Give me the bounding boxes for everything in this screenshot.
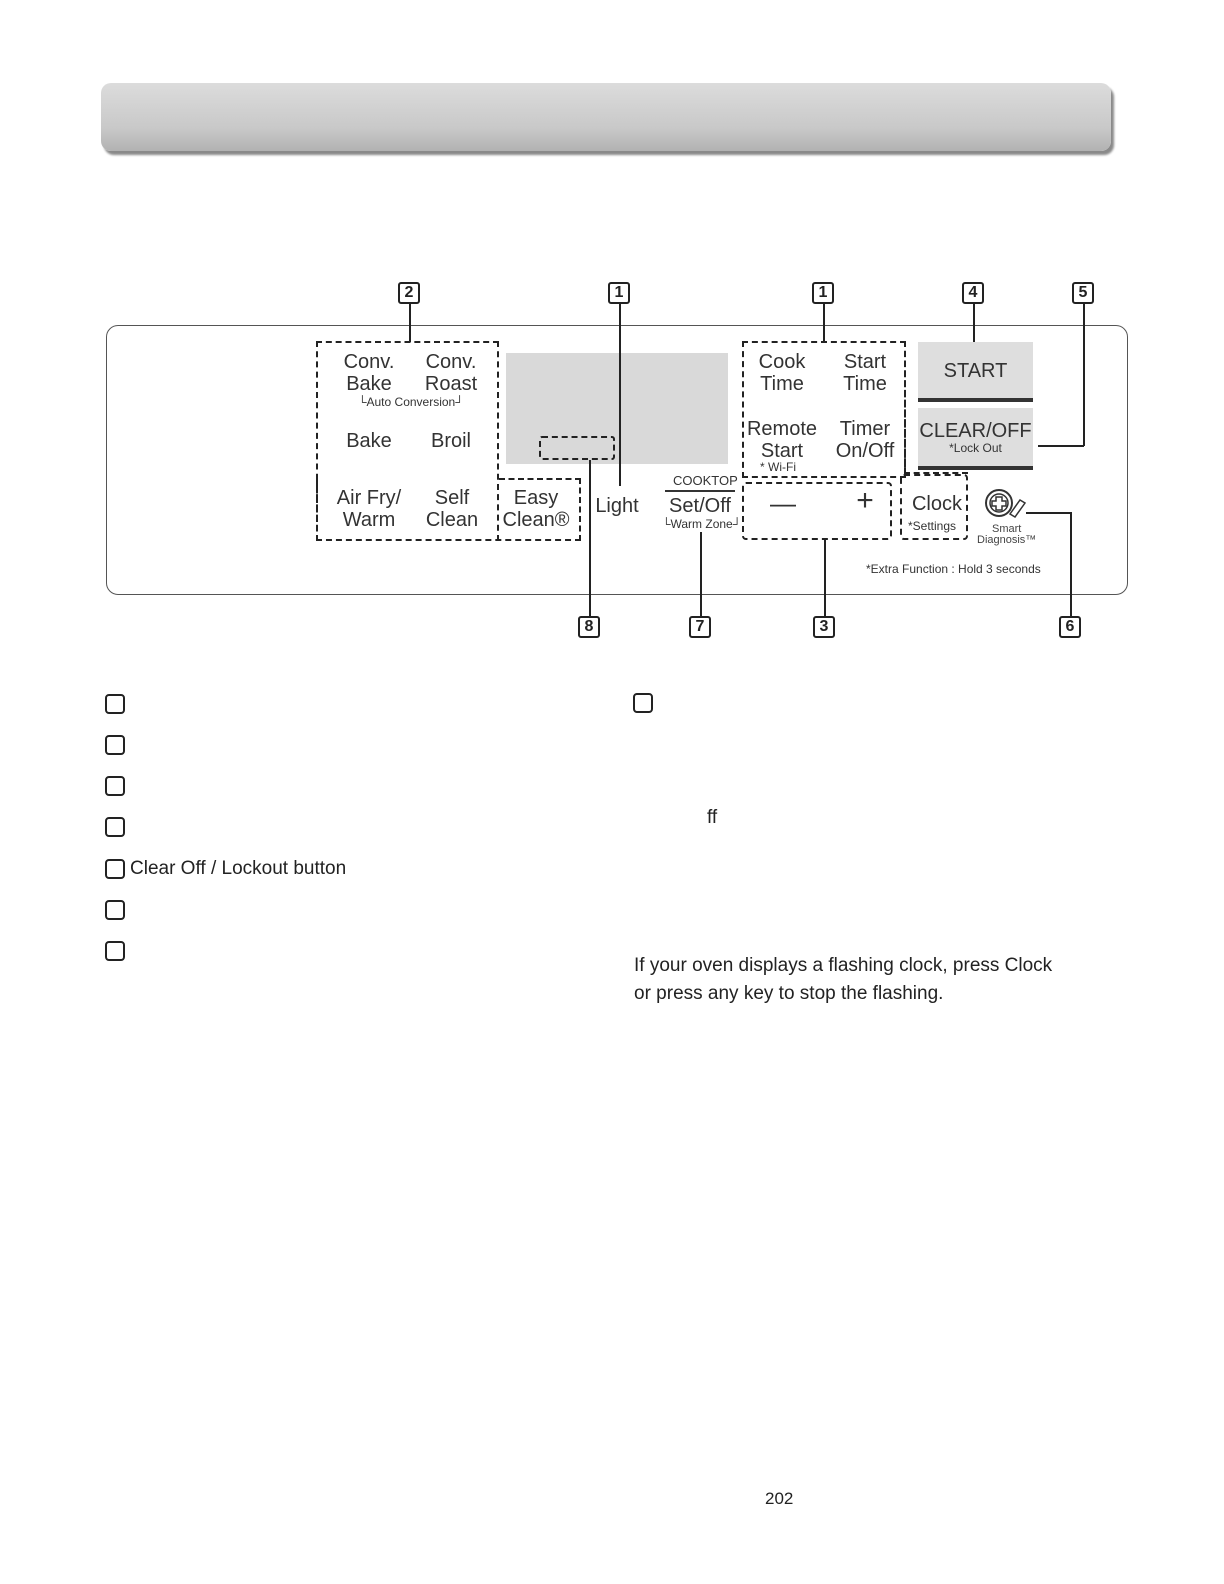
legend-box-1 — [105, 694, 125, 714]
legend-clear-off-text: Clear Off / Lockout button — [130, 858, 347, 879]
callout-4: 4 — [962, 282, 984, 304]
mode-group-step — [499, 478, 581, 480]
cook-time-button[interactable]: Cook Time — [758, 351, 806, 395]
lock-out-label: *Lock Out — [949, 441, 1002, 455]
leader-line — [619, 304, 621, 486]
callout-3: 3 — [813, 616, 835, 638]
clear-off-button[interactable]: CLEAR/OFF *Lock Out — [918, 408, 1033, 470]
smart-diagnosis-label: Smart Diagnosis™ — [977, 523, 1037, 546]
cooktop-set-off-button[interactable]: Set/Off — [669, 495, 731, 517]
plus-button[interactable]: + — [856, 484, 874, 517]
leader-line — [1083, 304, 1085, 446]
conv-roast-button[interactable]: Conv. Roast — [424, 351, 478, 395]
legend-box-4 — [105, 817, 125, 837]
leader-line — [824, 540, 826, 617]
cooktop-rule — [665, 490, 735, 492]
callout-7: 7 — [689, 616, 711, 638]
leader-line — [1038, 445, 1084, 447]
legend-box-3 — [105, 776, 125, 796]
legend-box-6 — [105, 900, 125, 920]
legend-box-2 — [105, 735, 125, 755]
minus-button[interactable]: — — [770, 488, 796, 518]
callout-8: 8 — [578, 616, 600, 638]
legend-box-8 — [633, 693, 653, 713]
auto-conversion-label: └Auto Conversion┘ — [358, 395, 464, 409]
page-number: 202 — [765, 1489, 794, 1508]
control-panel — [106, 325, 1128, 595]
legend-ff-fragment: ff — [707, 807, 718, 828]
air-fry-warm-button[interactable]: Air Fry/ Warm — [336, 487, 402, 531]
leader-line — [1026, 512, 1071, 514]
bake-button[interactable]: Bake — [346, 430, 392, 452]
callout-1-time: 1 — [812, 282, 834, 304]
leader-line — [823, 304, 825, 342]
broil-button[interactable]: Broil — [430, 430, 472, 452]
cooktop-label: COOKTOP — [673, 473, 738, 488]
start-clear-outline — [904, 341, 906, 474]
clock-button[interactable]: Clock — [911, 493, 963, 515]
extra-function-note: *Extra Function : Hold 3 seconds — [866, 562, 1041, 576]
legend-box-7 — [105, 941, 125, 961]
leader-line — [589, 460, 591, 617]
adjust-group-outline — [742, 482, 892, 540]
warm-zone-label: └Warm Zone┘ — [662, 517, 742, 531]
clock-flashing-note: If your oven displays a flashing clock, … — [634, 955, 1053, 1004]
callout-2: 2 — [398, 282, 420, 304]
section-header-bar — [101, 83, 1111, 151]
display-window — [506, 353, 728, 464]
wifi-label: * Wi-Fi — [760, 460, 796, 474]
clear-off-label: CLEAR/OFF — [919, 420, 1032, 442]
callout-1-light: 1 — [608, 282, 630, 304]
timer-on-off-button[interactable]: Timer On/Off — [835, 418, 895, 462]
settings-label: *Settings — [908, 519, 957, 533]
smart-diagnosis-icon[interactable] — [982, 488, 1028, 522]
start-clear-bottom-outline — [904, 472, 968, 474]
mode-group-outline-lower — [316, 478, 581, 541]
start-time-button[interactable]: Start Time — [843, 351, 887, 395]
clock-outline — [900, 474, 968, 540]
leader-line — [700, 532, 702, 617]
leader-line — [409, 304, 411, 342]
start-button[interactable]: START — [918, 342, 1033, 402]
leader-line — [1070, 512, 1072, 617]
self-clean-button[interactable]: Self Clean — [425, 487, 479, 531]
conv-bake-button[interactable]: Conv. Bake — [343, 351, 395, 395]
easy-clean-button[interactable]: Easy Clean® — [502, 487, 570, 531]
remote-start-button[interactable]: Remote Start — [746, 418, 818, 462]
leader-line — [973, 304, 975, 342]
display-indicator-outline — [539, 436, 615, 460]
callout-5: 5 — [1072, 282, 1094, 304]
legend-box-5 — [105, 859, 125, 879]
light-button[interactable]: Light — [595, 495, 639, 517]
mode-group-outline-upper — [316, 341, 499, 541]
callout-6: 6 — [1059, 616, 1081, 638]
